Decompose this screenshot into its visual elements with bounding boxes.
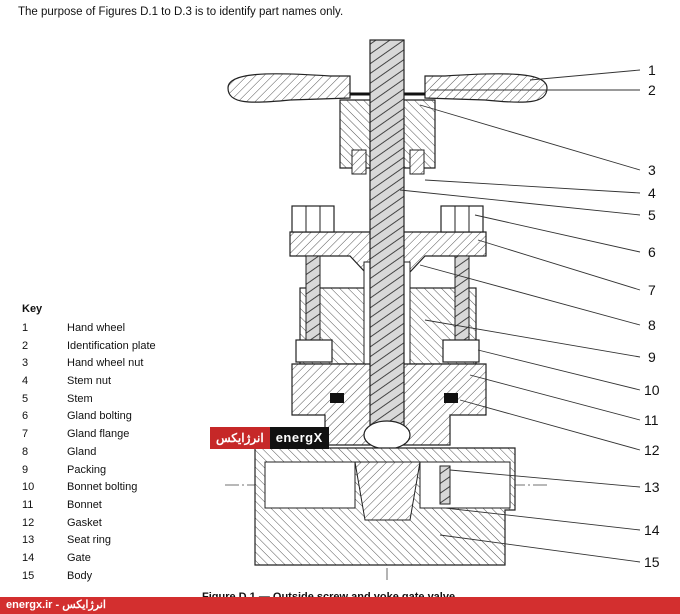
callout-14: 14: [644, 522, 660, 538]
gate-head: [363, 420, 411, 450]
stem: [369, 39, 405, 436]
callout-4: 4: [648, 185, 656, 201]
callout-10: 10: [644, 382, 660, 398]
watermark-fa: انرژایکس: [210, 427, 270, 449]
callout-11: 11: [644, 412, 659, 428]
callout-8: 8: [648, 317, 656, 333]
callout-3: 3: [648, 162, 656, 178]
callout-12: 12: [644, 442, 660, 458]
watermark-en: energX: [269, 427, 329, 449]
key-title: Key: [22, 303, 43, 315]
callout-6: 6: [648, 244, 656, 260]
footer-bar: energx.ir - انرژایکس: [0, 597, 680, 614]
callout-9: 9: [648, 349, 656, 365]
callout-7: 7: [648, 282, 656, 298]
leader-lines: [399, 69, 641, 563]
intro-text: The purpose of Figures D.1 to D.3 is to …: [18, 6, 344, 18]
callout-2: 2: [648, 82, 656, 98]
body: [254, 447, 516, 566]
footer-text[interactable]: energx.ir - انرژایکس: [6, 599, 106, 611]
callout-13: 13: [644, 479, 660, 495]
callout-15: 15: [644, 554, 660, 570]
callout-5: 5: [648, 207, 656, 223]
watermark-logo: انرژایکس energX: [210, 427, 329, 449]
callout-1: 1: [648, 62, 656, 78]
